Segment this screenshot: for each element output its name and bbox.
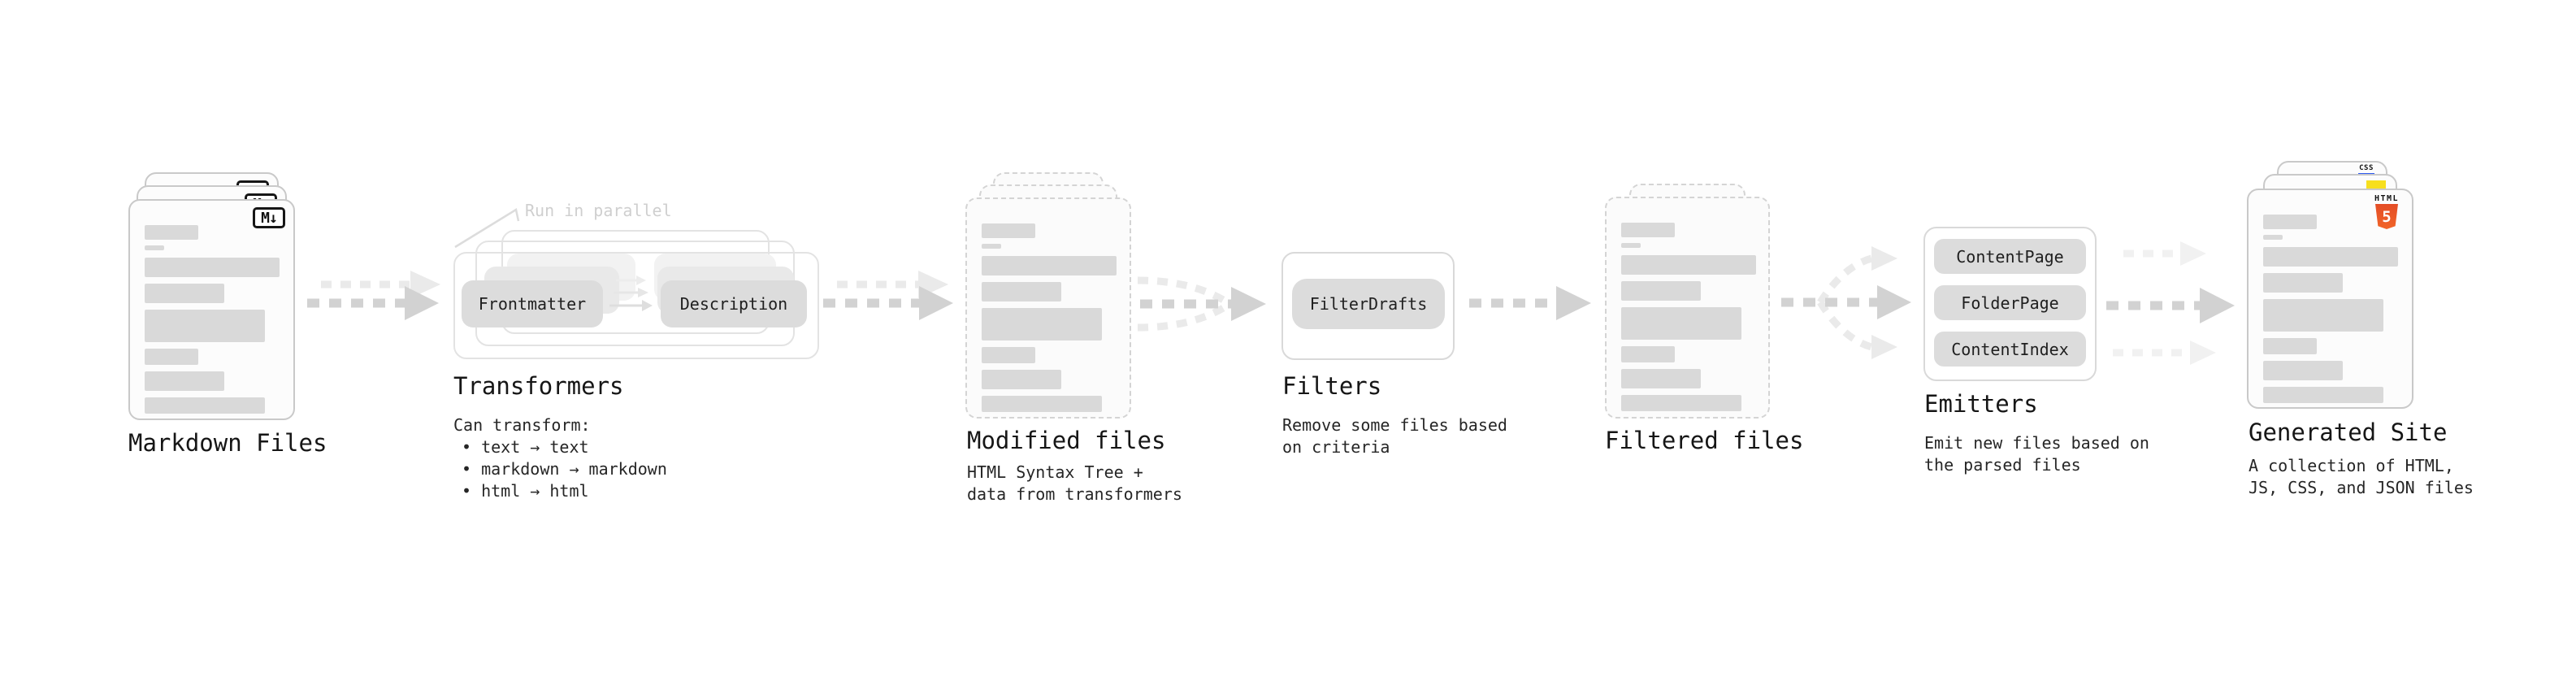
- annotation-connector-line: [454, 208, 520, 249]
- filters-description: Remove some files based on criteria: [1282, 414, 1507, 458]
- markdown-logo-icon: M↓: [253, 207, 285, 228]
- description-line: Can transform:: [453, 415, 591, 435]
- arrow-filters-to-filtered: [1469, 286, 1591, 320]
- html5-logo-icon: HTML 5: [2368, 194, 2405, 229]
- description-line: • html → html: [462, 481, 589, 501]
- arrow-transformers-to-modified: [823, 271, 953, 320]
- html5-shield: 5: [2375, 204, 2398, 229]
- stage-title-modified-files: Modified files: [967, 427, 1166, 454]
- description-pill: Description: [661, 280, 807, 327]
- description-line: the parsed files: [1924, 455, 2081, 475]
- modified-file-card-front: [965, 197, 1131, 419]
- css-logo-text: CSS: [2359, 164, 2374, 172]
- generated-file-card-html: HTML 5: [2247, 189, 2413, 409]
- frontmatter-pill: Frontmatter: [462, 280, 603, 327]
- description-line: Remove some files based: [1282, 415, 1507, 435]
- stage-title-filters: Filters: [1282, 372, 1382, 400]
- contentpage-pill: ContentPage: [1934, 239, 2086, 274]
- generated-site-description: A collection of HTML, JS, CSS, and JSON …: [2249, 455, 2474, 499]
- stage-title-markdown-files: Markdown Files: [128, 429, 327, 457]
- arrow-markdown-to-transformers: [307, 271, 440, 320]
- stage-title-transformers: Transformers: [453, 372, 624, 400]
- description-line: • markdown → markdown: [462, 459, 667, 479]
- description-line: Emit new files based on: [1924, 433, 2149, 453]
- description-line: HTML Syntax Tree +: [967, 462, 1143, 482]
- description-line: JS, CSS, and JSON files: [2249, 478, 2474, 497]
- filterdrafts-pill: FilterDrafts: [1292, 279, 1445, 329]
- arrow-filtered-to-emitters: [1781, 246, 1911, 359]
- description-line: data from transformers: [967, 484, 1182, 504]
- transformer-box-front: [453, 252, 819, 359]
- folderpage-pill: FolderPage: [1934, 285, 2086, 320]
- markdown-file-card-front: M↓: [128, 199, 295, 420]
- modified-files-description: HTML Syntax Tree + data from transformer…: [967, 462, 1182, 505]
- html5-number: 5: [2382, 207, 2392, 226]
- run-in-parallel-annotation: Run in parallel: [525, 201, 672, 220]
- description-line: on criteria: [1282, 437, 1390, 457]
- arrow-modified-to-filters: [1137, 276, 1266, 332]
- emitters-description: Emit new files based on the parsed files: [1924, 432, 2149, 476]
- stage-title-generated-site: Generated Site: [2249, 419, 2448, 446]
- stage-title-filtered-files: Filtered files: [1605, 427, 1804, 454]
- transform-step-arrows: [609, 275, 653, 311]
- transformers-description: Can transform: • text → text • markdown …: [453, 414, 667, 502]
- contentindex-pill: ContentIndex: [1934, 332, 2086, 367]
- description-line: • text → text: [462, 437, 589, 457]
- filtered-file-card-front: [1605, 197, 1770, 419]
- stage-title-emitters: Emitters: [1924, 390, 2038, 418]
- html5-logo-text: HTML: [2374, 194, 2400, 203]
- arrow-emitters-to-generated: [2106, 241, 2235, 365]
- description-line: A collection of HTML,: [2249, 456, 2454, 475]
